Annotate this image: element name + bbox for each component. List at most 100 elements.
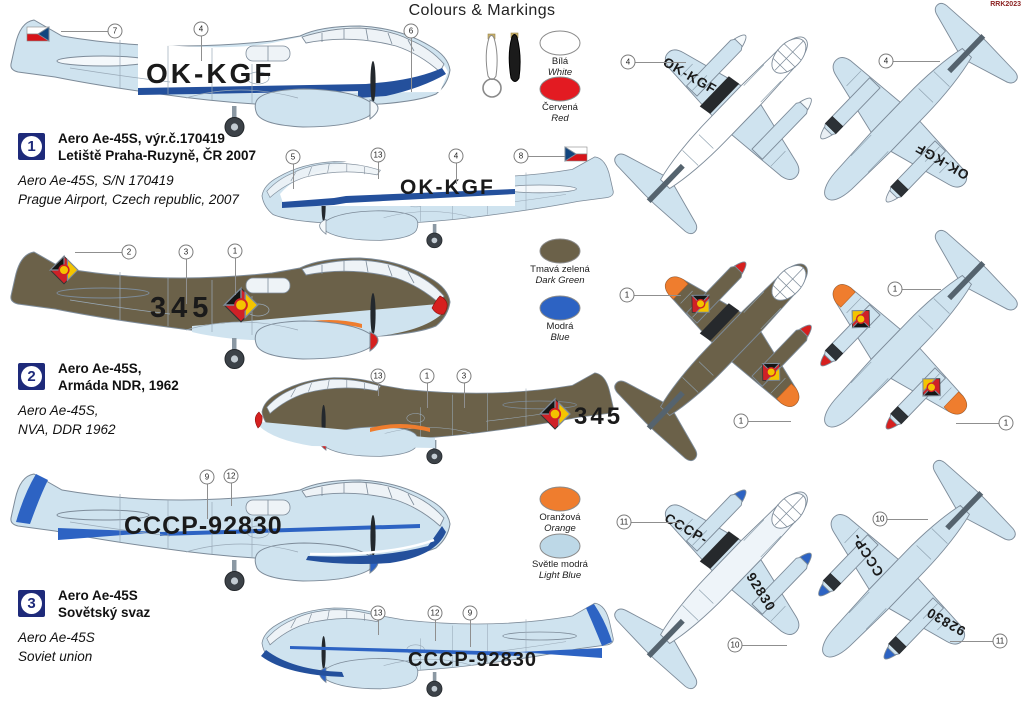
callout: 1 [733,413,749,429]
light-blue-swatch [539,533,581,559]
white-separator-stripe [309,538,435,556]
callout: 10 [872,511,888,527]
scheme3-caption: 3 Aero Ae-45S Sovětský svaz Aero Ae-45S … [18,588,150,666]
blue-cheat-stripe [282,189,515,208]
registration-text: OK-KGF [400,176,495,199]
orange-wingtip [832,284,856,308]
callout: 13 [370,368,386,384]
callout: 12 [223,468,239,484]
blue-fin-flash [16,474,48,524]
tactical-number: 345 [150,292,213,324]
orange-wingtip [776,383,800,407]
callout: 8 [513,148,529,164]
blue-nose-band [261,650,344,677]
callout: 3 [456,368,472,384]
scheme2-starboard-side-view: 345 13 1 3 [250,360,620,472]
callout: 2 [121,244,137,260]
callout: 1 [619,287,635,303]
scheme3-number-badge: 3 [18,590,45,617]
bottomview-soviet-under: 92830 CCCP- 10 11 [788,455,1020,692]
wing-walkway [699,76,740,114]
callout: 1 [419,368,435,384]
callout: 12 [427,605,443,621]
callout: 4 [620,54,636,70]
blue-tail-wedge [518,648,602,658]
wing-walkway [699,531,740,569]
scheme2-side-art-small: 345 [254,372,623,465]
topview-nva-upper: 1 1 [610,235,842,466]
topview-soviet-upper: CCCP- 92830 11 10 [610,463,842,694]
callout: 3 [178,244,194,260]
bottomview-nva-under: 1 1 [790,225,1022,462]
red-swatch [539,76,581,102]
scheme3-starboard-side-view: CCCP-92830 13 12 9 [250,586,620,704]
scheme1-number-badge: 1 [18,133,45,160]
callout: 13 [370,605,386,621]
scheme3-title-cz: Aero Ae-45S Sovětský svaz [58,588,151,620]
scheme3-title-en: Aero Ae-45S Soviet union [18,630,95,664]
callout: 4 [448,148,464,164]
scheme1-starboard-side-view: OK-KGF 5 13 4 8 [250,144,620,254]
registration-text: CCCP-92830 [124,512,283,540]
registration-text: CCCP-92830 [408,649,537,671]
scheme1-title-en: Aero Ae-45S, S/N 170419 Prague Airport, … [18,173,239,207]
callout: 4 [193,21,209,37]
callout: 5 [285,149,301,165]
scheme2-title-en: Aero Ae-45S, NVA, DDR 1962 [18,403,116,437]
orange-wingtip [943,391,967,415]
blue-fin-flash [586,604,612,646]
red-nose-tip [254,411,263,429]
wing-walkway [699,303,740,341]
callout: 1 [227,243,243,259]
czech-flag [26,26,50,42]
blue-swatch [539,295,581,321]
scheme3-port-side-view: CCCP-92830 9 12 [0,460,475,595]
callout: 1 [887,281,903,297]
blue-nose-band [306,526,446,564]
page-title: Colours & Markings [408,2,556,19]
scheme2-title-cz: Aero Ae-45S, Armáda NDR, 1962 [58,361,179,393]
callout: 11 [616,514,632,530]
scheme2-side-art: 345 [10,251,451,369]
scheme1-title-cz: Aero Ae-45S, výr.č.170419 Letiště Praha-… [58,131,257,163]
light-blue-belly [259,422,435,448]
scheme2-port-side-view: 345 2 3 1 [0,238,475,373]
blue-tail-wedge [58,528,162,540]
red-nose-tip [431,295,448,315]
white-swatch [539,30,581,56]
propeller-icon [478,30,534,113]
scheme1-caption: 1 Aero Ae-45S, výr.č.170419 Letiště Prah… [18,131,256,209]
dark-green-swatch [539,238,581,264]
scheme3-side-art-small: CCCP-92830 [261,602,614,697]
orange-wingtip [665,276,689,300]
scheme1-side-art: OK-KGF [10,19,451,137]
tactical-number: 345 [574,403,623,430]
topview-czech-upper: OK-KGF 4 [610,8,842,239]
callout: 9 [199,469,215,485]
callout: 7 [107,23,123,39]
callout: 6 [403,23,419,39]
orange-swatch [539,486,581,512]
scheme1-port-side-view: OK-KGF 7 4 6 [0,6,470,146]
registration-text: OK-KGF [146,58,274,89]
callout: 1 [998,415,1014,431]
callout: 10 [727,637,743,653]
scheme1-side-art-small: OK-KGF [261,146,614,249]
callout: 11 [992,633,1008,649]
scheme2-number-badge: 2 [18,363,45,390]
scheme2-caption: 2 Aero Ae-45S, Armáda NDR, 1962 Aero Ae-… [18,361,179,439]
callout: 9 [462,605,478,621]
blue-cheat-line [290,646,520,656]
callout: 13 [370,147,386,163]
callout: 4 [878,53,894,69]
blue-cheat-line [160,524,420,536]
scheme3-side-art: CCCP-92830 [10,473,451,591]
orange-wing-root [370,424,430,432]
